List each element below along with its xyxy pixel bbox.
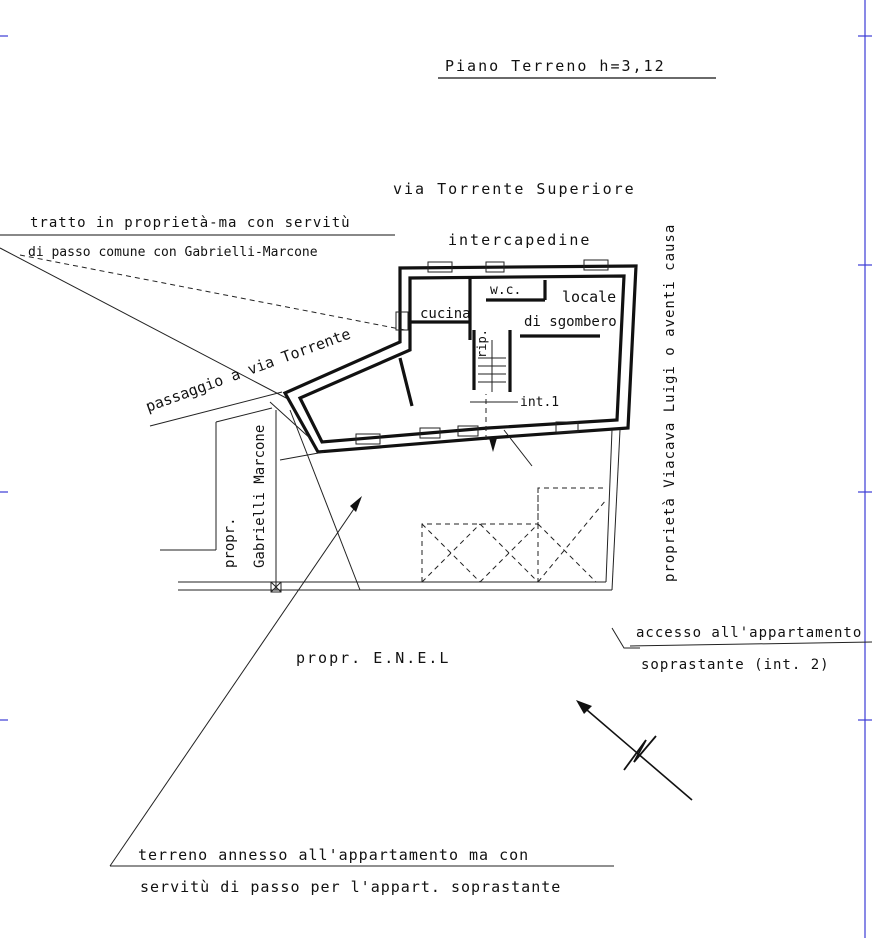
gabrielli-plot [160, 401, 325, 593]
entrance-arrow-icon [489, 438, 497, 452]
room-sgombero: di sgombero [524, 314, 617, 330]
unit-int1-label: int.1 [520, 395, 559, 410]
passage-edge [149, 391, 283, 427]
room-locale: locale [562, 288, 616, 306]
entrance-leader [503, 429, 533, 467]
north-arrow-icon [576, 700, 693, 801]
access-note-line1: accesso all'appartamento [636, 625, 862, 641]
neighbour-viacava: proprietà Viacava Luigi o aventi causa [662, 224, 678, 582]
servitude-leader [0, 247, 291, 401]
land-note-line2: servitù di passo per l'appart. soprastan… [140, 878, 561, 896]
servitude-note-line2: di passo comune con Gabrielli-Marcone [28, 245, 318, 260]
land-note-line1: terreno annesso all'appartamento ma con [138, 846, 529, 864]
land-note-arrow-icon [350, 496, 362, 512]
hatched-area [421, 487, 607, 583]
room-intercapedine: intercapedine [448, 231, 591, 249]
room-wc: w.c. [490, 283, 521, 298]
land-note-leader [109, 499, 361, 867]
access-note-rule [629, 641, 872, 647]
neighbour-enel: propr. E.N.E.L [296, 649, 450, 667]
access-note-leader [611, 627, 640, 649]
room-cucina: cucina [420, 306, 471, 322]
servitude-boundary [19, 254, 406, 331]
building-walls [282, 259, 638, 454]
neighbour-gabrielli-2: Gabrielli Marcone [252, 425, 268, 568]
servitude-note-line1: tratto in proprietà-ma con servitù [30, 215, 351, 231]
neighbour-gabrielli-1: propr. [222, 517, 238, 568]
access-note-line2: soprastante (int. 2) [641, 657, 830, 673]
land-boundary [178, 409, 621, 591]
street-north-label: via Torrente Superiore [393, 180, 636, 198]
page-title: Piano Terreno h=3,12 [445, 57, 666, 75]
room-ripostiglio: rip. [475, 329, 489, 358]
passage-label: passaggio a via Torrente [143, 325, 353, 416]
